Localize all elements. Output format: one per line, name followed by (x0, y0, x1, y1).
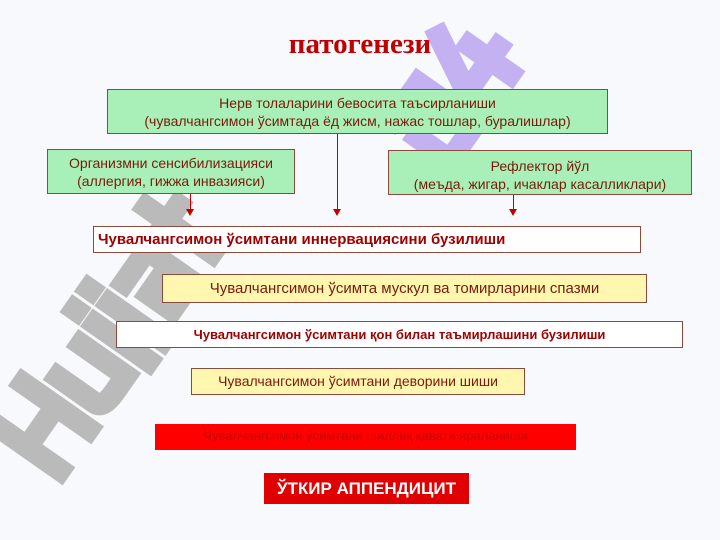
cause-reflex-line1: Рефлектор йўл (490, 158, 590, 174)
cause-reflex-line2: (меъда, жигар, ичаклар касалликлари) (413, 176, 667, 192)
step-mucosa: Чувалчангсимон ўсимтани шиллиқ қавати яр… (155, 424, 576, 450)
arrow-icon (186, 209, 194, 216)
result-acute-appendicitis: ЎТКИР АППЕНДИЦИТ (264, 473, 469, 504)
cause-sensitization-line2: (аллергия, гижжа инвазияси) (77, 173, 265, 189)
connector-line (337, 134, 338, 210)
cause-reflex: Рефлектор йўл (меъда, жигар, ичаклар кас… (388, 150, 692, 195)
page-title: патогенези (288, 28, 432, 60)
step-spasm: Чувалчангсимон ўсимта мускул ва томирлар… (162, 274, 647, 303)
cause-nerve: Нерв толаларини бевосита таъсирланиши (ч… (107, 89, 608, 134)
cause-sensitization: Организмни сенсибилизацияси (аллергия, г… (47, 149, 295, 194)
step-wall-edema: Чувалчангсимон ўсимтани деворини шиши (191, 368, 525, 395)
cause-nerve-line2: (чувалчангсимон ўсимтада ёд жисм, нажас … (144, 113, 571, 129)
connector-line (513, 195, 514, 210)
cause-sensitization-line1: Организмни сенсибилизацияси (69, 155, 273, 171)
watermark-letter-u (42, 328, 142, 416)
cause-nerve-line1: Нерв толаларини бевосита таъсирланиши (219, 95, 496, 111)
connector-line (190, 194, 191, 210)
arrow-icon (333, 209, 341, 216)
step-blood-supply: Чувалчангсимон ўсимтани қон билан таъмир… (116, 321, 683, 348)
watermark-letter-h (0, 367, 104, 486)
arrow-icon (509, 209, 517, 216)
step-innervation: Чувалчангсимон ўсимтани иннервациясини б… (93, 226, 641, 253)
